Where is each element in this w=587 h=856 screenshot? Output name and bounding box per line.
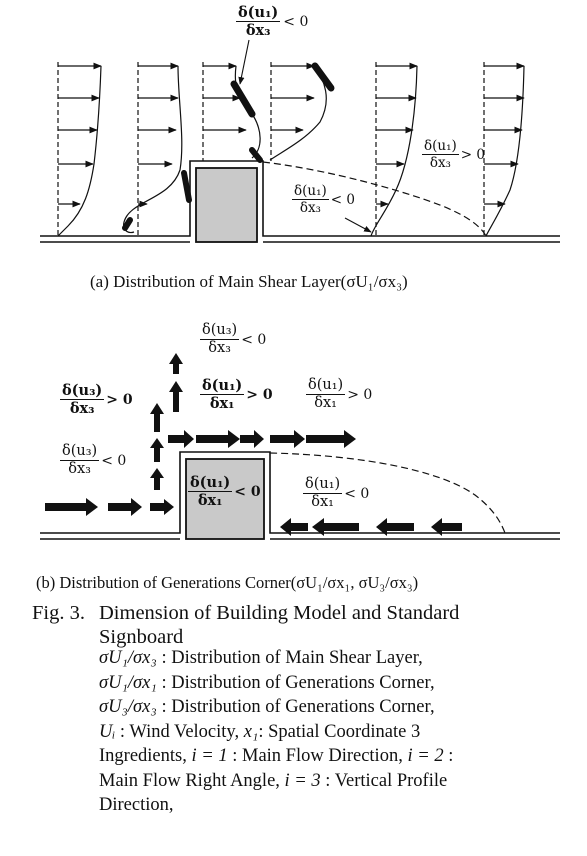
legend-line-4: Uᵢ : Wind Velocity, x₁: Spatial Coordina…: [99, 720, 569, 745]
ground-line-b: [40, 451, 560, 534]
label-a-top-rel: < 0: [283, 13, 309, 30]
legend-text-3: : Distribution of Generations Corner,: [156, 697, 435, 717]
legend-text-2: : Distribution of Generations Corner,: [156, 672, 435, 693]
legend-symbol-1: σU₁/σx₃: [99, 648, 157, 668]
label-b-right-num: δ(u₁): [306, 377, 346, 395]
velocity-profile-2: [122, 62, 192, 236]
label-b-left-lt0: δ(u₃) δx₃ < 0: [60, 443, 126, 478]
label-b-left-lt0-den: δx₃: [68, 461, 91, 477]
label-b-mid-rel: > 0: [246, 386, 273, 403]
ground-line-a: [40, 160, 560, 237]
label-b-mid: δ(u₁) δx₁ > 0: [200, 377, 273, 412]
label-b-building: δ(u₁) δx₁ < 0: [188, 474, 261, 509]
legend-symbol-3: σU₃/σx₃: [99, 697, 157, 717]
label-b-right-rel: > 0: [347, 386, 373, 403]
label-a-right-gt0-den: δx₃: [429, 155, 451, 171]
legend-text-6: Main Flow Right Angle,: [99, 770, 285, 791]
separation-streamline-b: [269, 452, 506, 534]
label-b-wake: δ(u₁) δx₁ < 0: [303, 476, 369, 511]
velocity-profile-4: [269, 62, 335, 161]
label-a-right-lt0-rel: < 0: [330, 191, 355, 208]
legend-line-5: Ingredients, i = 1 : Main Flow Direction…: [99, 744, 569, 769]
legend-symbol-4: Uᵢ: [99, 721, 116, 742]
label-b-wake-num: δ(u₁): [303, 476, 343, 494]
label-b-building-rel: < 0: [234, 483, 261, 500]
label-b-wake-rel: < 0: [344, 485, 370, 502]
velocity-profile-5: [370, 62, 418, 237]
label-b-right: δ(u₁) δx₁ > 0: [306, 377, 372, 412]
figure-label: Fig. 3.: [32, 602, 85, 624]
legend-line-3: σU₃/σx₃ : Distribution of Generations Co…: [99, 695, 569, 720]
legend-line-2: σU₁/σx₁ : Distribution of Generations Co…: [99, 671, 569, 696]
separation-streamline-a: [262, 161, 487, 237]
legend-symbol-5: i = 1: [191, 746, 228, 766]
legend-symbol-2: σU₁/σx₁: [99, 672, 157, 693]
label-a-top: δ(u₁) δx₃ < 0: [236, 4, 308, 39]
legend-text-5c: :: [443, 746, 454, 766]
label-b-top: δ(u₃) δx₃ < 0: [200, 322, 266, 357]
caption-a: (a) Distribution of Main Shear Layer(σU₁…: [90, 272, 408, 291]
legend-symbol-4b: x₁: [243, 721, 259, 742]
label-b-right-den: δx₁: [314, 395, 337, 411]
label-b-left-lt0-rel: < 0: [101, 452, 127, 469]
flow-arrows-b: [45, 353, 462, 536]
label-b-wake-den: δx₁: [311, 494, 334, 510]
label-a-top-den: δx₃: [245, 22, 271, 39]
label-b-top-den: δx₃: [208, 340, 231, 356]
label-b-mid-den: δx₁: [209, 395, 235, 412]
legend-symbol-5b: i = 2: [407, 746, 444, 766]
building-block-b: [185, 458, 265, 540]
label-a-right-gt0-rel: > 0: [460, 146, 485, 163]
legend-text-7: Direction,: [99, 795, 174, 815]
legend-symbol-6: i = 3: [284, 770, 321, 791]
velocity-profile-3: [202, 62, 263, 163]
label-b-left-gt0: δ(u₃) δx₃ > 0: [60, 382, 133, 417]
legend-text-5: Ingredients,: [99, 746, 192, 766]
label-b-building-num: δ(u₁): [188, 474, 233, 492]
legend-text-5b: : Main Flow Direction,: [227, 746, 408, 766]
caption-b: (b) Distribution of Generations Corner(σ…: [36, 573, 419, 592]
label-b-mid-num: δ(u₁): [200, 377, 245, 395]
figure-title-line2: Signboard: [99, 626, 184, 648]
label-b-left-gt0-den: δx₃: [69, 400, 95, 417]
legend-line-1: σU₁/σx₃ : Distribution of Main Shear Lay…: [99, 646, 569, 671]
velocity-profile-1: [57, 62, 102, 237]
label-b-left-gt0-num: δ(u₃): [60, 382, 105, 400]
leader-arrow-top: [238, 39, 250, 85]
label-a-right-lt0-num: δ(u₁): [292, 183, 329, 200]
label-b-top-rel: < 0: [241, 331, 267, 348]
legend-text-4b: : Spatial Coordinate 3: [258, 721, 421, 742]
label-a-right-gt0: δ(u₁) δx₃ > 0: [422, 138, 485, 171]
label-b-building-den: δx₁: [197, 492, 223, 509]
label-b-top-num: δ(u₃): [200, 322, 240, 340]
building-block-a: [195, 167, 258, 243]
label-a-top-num: δ(u₁): [236, 4, 281, 22]
shear-layer-diagram: [40, 39, 560, 243]
label-a-right-gt0-num: δ(u₁): [422, 138, 459, 155]
legend-text-4: : Wind Velocity,: [115, 721, 244, 742]
legend-text-6b: : Vertical Profile: [320, 770, 448, 791]
legend-line-7: Direction,: [99, 793, 569, 818]
legend-text-1: : Distribution of Main Shear Layer,: [156, 648, 423, 668]
leader-arrow-right: [344, 217, 372, 233]
label-a-right-lt0: δ(u₁) δx₃ < 0: [292, 183, 355, 216]
figure-legend: σU₁/σx₃ : Distribution of Main Shear Lay…: [99, 646, 569, 818]
label-b-left-lt0-num: δ(u₃): [60, 443, 100, 461]
label-a-right-lt0-den: δx₃: [299, 200, 321, 216]
generations-corner-diagram: [40, 353, 560, 540]
figure-title-line1: Dimension of Building Model and Standard: [99, 602, 460, 624]
label-b-left-gt0-rel: > 0: [106, 391, 133, 408]
velocity-profile-6: [483, 62, 525, 237]
legend-line-6: Main Flow Right Angle, i = 3 : Vertical …: [99, 769, 569, 794]
